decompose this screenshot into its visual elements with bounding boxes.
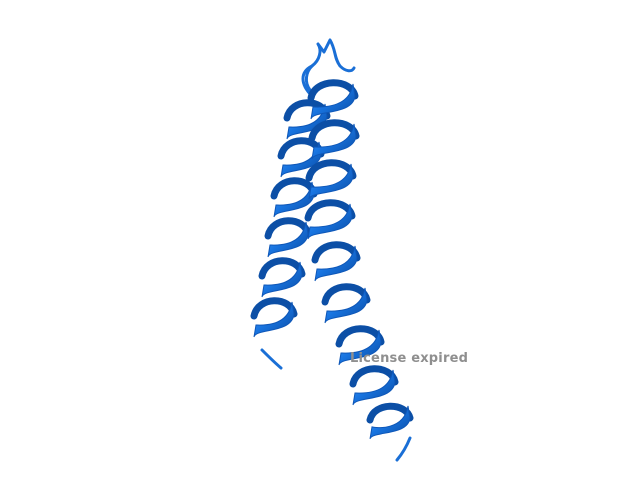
helix-turn-front (267, 221, 309, 258)
loop-turn (301, 38, 356, 98)
helix-right (304, 79, 414, 440)
terminal-tails (260, 348, 412, 462)
helix-turn-front (308, 163, 354, 200)
helix-turn-front (307, 203, 353, 240)
helix-turn-front (352, 369, 396, 406)
helix-left (250, 99, 331, 338)
helix-turn-front (310, 83, 356, 120)
helix-turn-front (314, 245, 358, 282)
helix-turn-front (261, 261, 303, 298)
helix-turn-front (311, 123, 357, 160)
helix-turn-front (273, 181, 315, 218)
helix-turn-front (253, 301, 295, 338)
helix-turn-front (324, 287, 368, 324)
helix-turn-front (369, 405, 411, 440)
helix-turn-front (338, 329, 382, 366)
